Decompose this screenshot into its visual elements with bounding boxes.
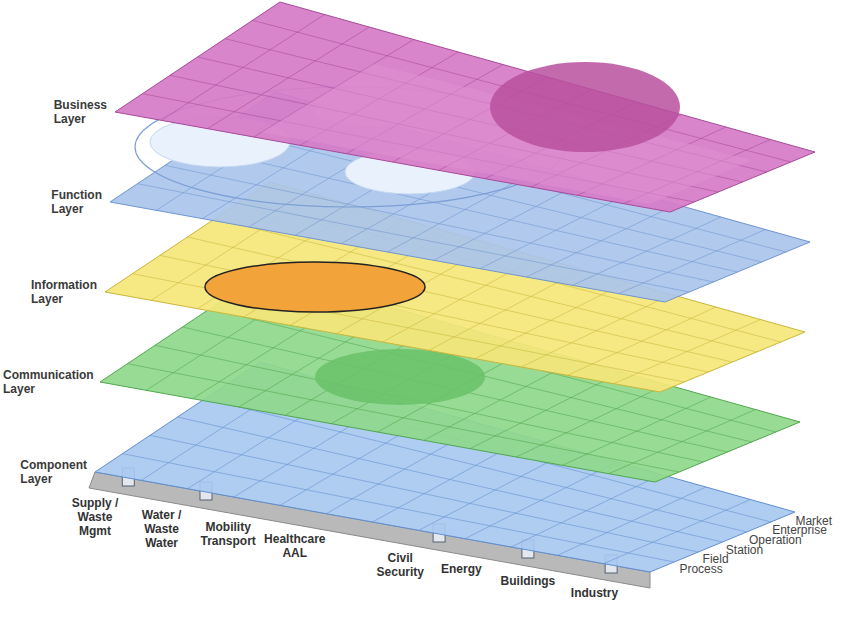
domain-label: Mobility Transport	[199, 520, 257, 548]
domain-label: Healthcare AAL	[263, 532, 327, 560]
domain-label: Supply / Waste Mgmt	[64, 496, 126, 538]
domain-label: Buildings	[501, 574, 556, 588]
layer-label: Information Layer	[31, 278, 97, 306]
layer-label: Business Layer	[54, 98, 107, 126]
level-label: Station	[726, 543, 763, 557]
domain-label: Civil Security	[373, 551, 428, 579]
domain-label: Energy	[441, 562, 482, 576]
communication-ellipse	[315, 349, 485, 405]
business-ellipse	[490, 62, 680, 152]
layer-plane	[115, 2, 815, 212]
plane-surface	[115, 2, 815, 212]
domain-label: Water / Waste Water	[137, 508, 187, 550]
layer-label: Component Layer	[20, 458, 87, 486]
layer-label: Communication Layer	[3, 368, 94, 396]
domain-label: Industry	[571, 586, 618, 600]
information-ellipse	[205, 262, 425, 312]
level-label: Process	[679, 562, 722, 576]
layer-label: Function Layer	[51, 188, 102, 216]
